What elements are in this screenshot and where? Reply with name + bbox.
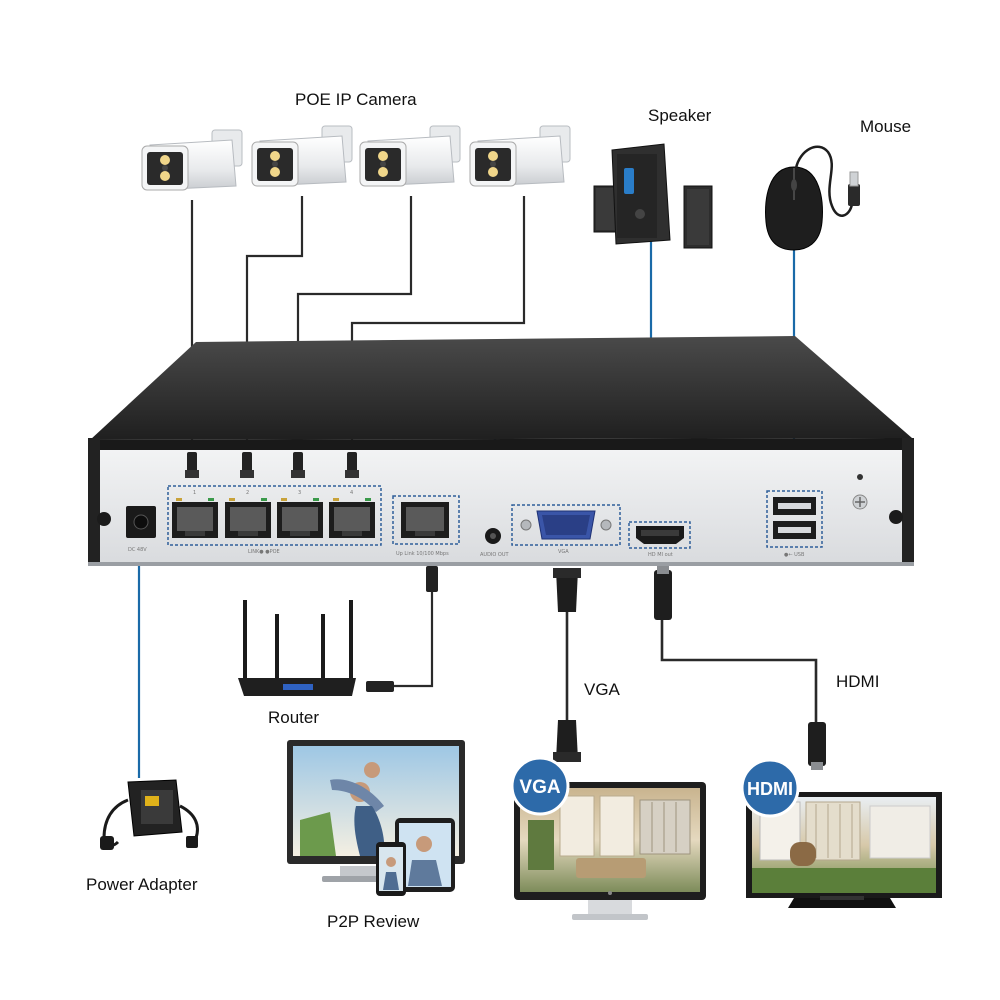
poe-port-number-3: 3 bbox=[298, 490, 301, 496]
vga-monitor-icon: VGA bbox=[510, 756, 706, 920]
usb-port-1 bbox=[773, 497, 816, 515]
uplink-label: Up Link 10/100 Mbps bbox=[396, 551, 449, 557]
poe-port-2 bbox=[225, 498, 271, 538]
mouse-icon bbox=[765, 145, 860, 251]
usb-ports-highlight bbox=[766, 490, 823, 548]
router-cable bbox=[392, 590, 434, 688]
dc-power-jack bbox=[126, 506, 156, 538]
vga-port bbox=[520, 510, 612, 540]
vga-badge: VGA bbox=[519, 777, 560, 798]
speaker-label: Speaker bbox=[648, 106, 712, 125]
poe-port-3 bbox=[277, 498, 323, 538]
rj45-plug-3 bbox=[291, 452, 305, 478]
rj45-plug-2 bbox=[240, 452, 254, 478]
hdmi-label: HDMI bbox=[836, 672, 880, 691]
poe-port-1 bbox=[172, 498, 218, 538]
p2p-monitor-icon bbox=[287, 740, 465, 896]
poe-ip-camera-3 bbox=[359, 125, 461, 187]
poe-ip-camera-1 bbox=[141, 129, 243, 191]
uplink-port bbox=[401, 502, 449, 538]
hdmi-badge: HDMI bbox=[747, 779, 793, 799]
poe-camera-label: POE IP Camera bbox=[295, 90, 417, 109]
poe-port-number-2: 2 bbox=[246, 490, 249, 496]
poe-port-number-4: 4 bbox=[350, 490, 353, 496]
mouse-label: Mouse bbox=[860, 117, 912, 136]
rj45-plug-router bbox=[366, 681, 394, 692]
p2p-review-label: P2P Review bbox=[327, 912, 420, 931]
power-adapter-label: Power Adapter bbox=[86, 875, 198, 894]
hdmi-plug-bottom bbox=[808, 722, 826, 770]
router-icon bbox=[238, 600, 356, 696]
usb-port-2 bbox=[773, 521, 816, 539]
hdmi-cable bbox=[660, 618, 818, 732]
usb-label: ●← USB bbox=[784, 552, 805, 558]
poe-port-4 bbox=[329, 498, 375, 538]
poe-ip-camera-2 bbox=[251, 125, 353, 187]
hdmi-plug-top bbox=[654, 566, 672, 620]
uplink-port-highlight bbox=[392, 495, 460, 545]
rj45-plug-1 bbox=[185, 452, 199, 478]
poe-port-number-1: 1 bbox=[193, 490, 196, 496]
vga-port-label: VGA bbox=[558, 549, 569, 555]
router-label: Router bbox=[268, 708, 320, 727]
poe-label: LINK● ●POE bbox=[248, 549, 280, 555]
vga-port-highlight bbox=[511, 504, 621, 546]
hdmi-monitor-icon: HDMI bbox=[740, 758, 942, 908]
poe-ports-highlight bbox=[167, 485, 382, 546]
speaker-icon bbox=[593, 143, 713, 249]
rj45-plug-4 bbox=[345, 452, 359, 478]
hdmi-port bbox=[636, 526, 684, 544]
audio-out-jack bbox=[485, 528, 501, 544]
poe-ip-camera-4 bbox=[469, 125, 571, 187]
audio-label: AUDIO OUT bbox=[480, 552, 510, 558]
hdmi-port-highlight bbox=[628, 521, 691, 549]
vga-plug-top bbox=[553, 568, 581, 612]
power-adapter-icon bbox=[100, 779, 199, 850]
vga-plug-bottom bbox=[553, 720, 581, 762]
dc-label: DC 48V bbox=[128, 547, 147, 553]
rj45-plug-uplink bbox=[426, 566, 438, 592]
nvr-recorder: DC 48V 1 2 3 4 LINK● ●POE Up Link 10/100… bbox=[88, 336, 914, 566]
ground-screw-icon bbox=[852, 474, 868, 510]
vga-label: VGA bbox=[584, 680, 620, 699]
hdmi-port-label: HD MI out bbox=[648, 552, 673, 558]
